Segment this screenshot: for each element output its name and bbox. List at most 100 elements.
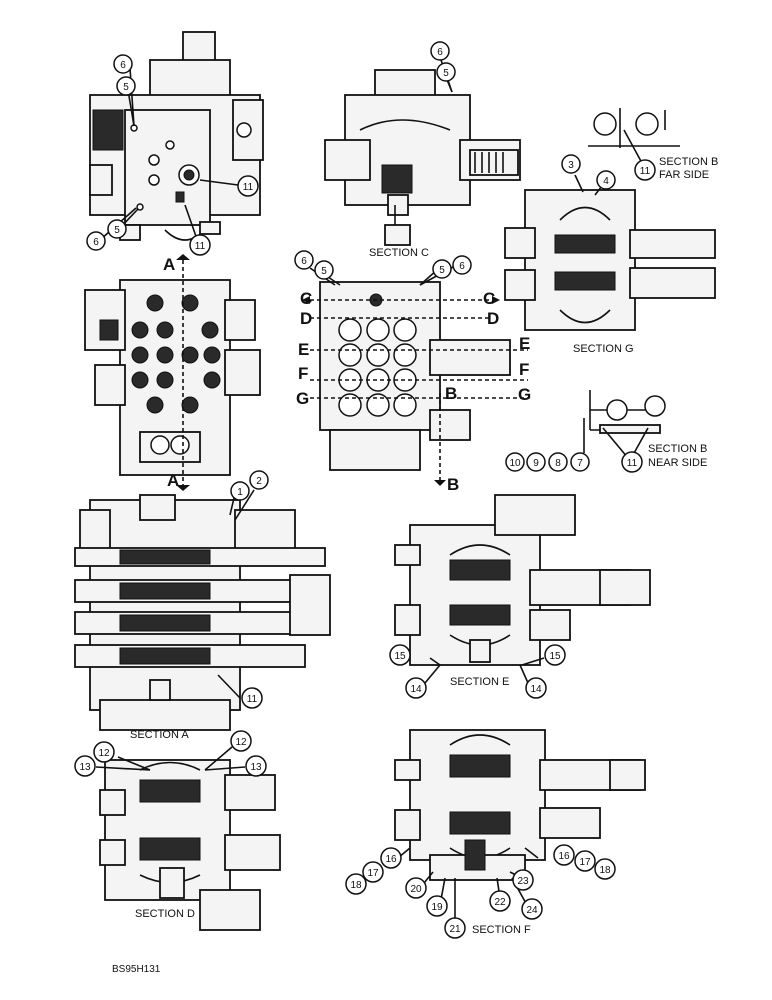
callout-16: 16 xyxy=(380,847,402,869)
callout-text: 11 xyxy=(243,182,254,193)
callout-4: 4 xyxy=(596,170,616,190)
callout-18: 18 xyxy=(345,873,367,895)
section-d-label: SECTION D xyxy=(135,908,195,920)
section-marker-a: A xyxy=(163,255,175,274)
callout-23: 23 xyxy=(512,869,534,891)
section-marker-b: B xyxy=(447,475,459,494)
callout-9: 9 xyxy=(526,452,546,472)
callout-text: 11 xyxy=(640,166,651,177)
callout-5: 5 xyxy=(314,260,334,280)
callout-5: 5 xyxy=(116,76,136,96)
callout-text: 4 xyxy=(603,176,609,187)
section-b-near-view xyxy=(583,390,666,459)
top-left-valve-view xyxy=(89,31,264,243)
callout-text: 15 xyxy=(549,651,561,662)
callout-11: 11 xyxy=(237,175,259,197)
section-d-view xyxy=(95,746,281,931)
callout-6: 6 xyxy=(86,231,106,251)
callout-6: 6 xyxy=(113,54,133,74)
callout-text: 16 xyxy=(385,854,397,865)
section-marker-g: G xyxy=(296,389,309,408)
section-b-far-sublabel: FAR SIDE xyxy=(659,169,709,181)
callout-text: 16 xyxy=(558,851,570,862)
section-a-view xyxy=(74,489,331,731)
section-marker-a: A xyxy=(167,471,179,490)
section-f-view xyxy=(392,729,646,928)
callout-6: 6 xyxy=(294,250,314,270)
section-a-callouts: 1 2 11 xyxy=(230,470,269,709)
callout-15: 15 xyxy=(544,644,566,666)
callout-1: 1 xyxy=(230,481,250,501)
callout-10: 10 xyxy=(505,452,525,472)
callout-12: 12 xyxy=(230,730,252,752)
callout-text: 21 xyxy=(449,924,461,935)
front-valve-view xyxy=(84,254,261,491)
callout-14: 14 xyxy=(405,677,427,699)
side-view-section-markers: C C D D E E F F G G B B xyxy=(296,289,531,494)
callout-text: 6 xyxy=(301,256,307,267)
callout-text: 12 xyxy=(235,737,247,748)
section-marker-f: F xyxy=(298,364,308,383)
section-a-label: SECTION A xyxy=(130,729,189,741)
section-marker-c: C xyxy=(300,289,312,308)
callout-text: 17 xyxy=(367,868,379,879)
callout-text: 5 xyxy=(439,265,445,276)
side-view-callouts: 6 5 5 6 xyxy=(294,250,472,280)
callout-8: 8 xyxy=(548,452,568,472)
callout-18: 18 xyxy=(594,858,616,880)
callout-11: 11 xyxy=(621,451,643,473)
section-marker-g: G xyxy=(518,385,531,404)
callout-text: 19 xyxy=(431,902,443,913)
callout-text: 6 xyxy=(120,60,126,71)
callout-text: 13 xyxy=(250,762,262,773)
callout-11: 11 xyxy=(634,159,656,181)
section-e-view xyxy=(394,494,651,684)
section-d-callouts: 12 12 13 13 xyxy=(74,730,267,777)
section-b-near-callouts: 10 9 8 7 11 xyxy=(505,451,643,473)
side-port-grid xyxy=(338,293,417,417)
section-marker-d: D xyxy=(487,309,499,328)
section-g-label: SECTION G xyxy=(573,343,634,355)
callout-17: 17 xyxy=(362,861,384,883)
section-f-label: SECTION F xyxy=(472,924,531,936)
callout-text: 6 xyxy=(93,237,99,248)
callout-5: 5 xyxy=(432,259,452,279)
section-b-near-sublabel: NEAR SIDE xyxy=(648,457,707,469)
callout-text: 22 xyxy=(494,897,506,908)
callout-text: 5 xyxy=(114,225,120,236)
callout-12: 12 xyxy=(93,741,115,763)
callout-text: 13 xyxy=(79,762,91,773)
callout-22: 22 xyxy=(489,890,511,912)
section-c-callouts: 6 5 xyxy=(430,41,456,82)
callout-14: 14 xyxy=(525,677,547,699)
callout-7: 7 xyxy=(570,452,590,472)
section-c-label: SECTION C xyxy=(369,247,429,259)
callout-text: 14 xyxy=(530,684,542,695)
callout-text: 14 xyxy=(410,684,422,695)
callout-19: 19 xyxy=(426,895,448,917)
callout-5: 5 xyxy=(107,219,127,239)
section-c-view xyxy=(324,56,521,246)
section-g-view xyxy=(504,174,716,331)
callout-text: 5 xyxy=(443,68,449,79)
callout-text: 20 xyxy=(410,884,422,895)
callout-text: 9 xyxy=(533,458,539,469)
callout-text: 5 xyxy=(321,266,327,277)
callout-13: 13 xyxy=(74,755,96,777)
callout-21: 21 xyxy=(444,917,466,939)
callout-text: 8 xyxy=(555,458,561,469)
section-f-callouts: 16 17 18 16 17 18 20 19 21 22 23 24 xyxy=(345,844,616,939)
callout-text: 2 xyxy=(256,476,262,487)
section-g-callouts: 3 4 xyxy=(561,154,616,190)
callout-text: 7 xyxy=(577,458,583,469)
section-marker-b: B xyxy=(445,384,457,403)
callout-3: 3 xyxy=(561,154,581,174)
callout-text: 11 xyxy=(195,241,206,252)
callout-text: 24 xyxy=(526,905,538,916)
callout-6: 6 xyxy=(430,41,450,61)
callout-text: 23 xyxy=(517,876,529,887)
figure-code: BS95H131 xyxy=(112,964,161,975)
callout-text: 18 xyxy=(599,865,611,876)
callout-20: 20 xyxy=(405,877,427,899)
